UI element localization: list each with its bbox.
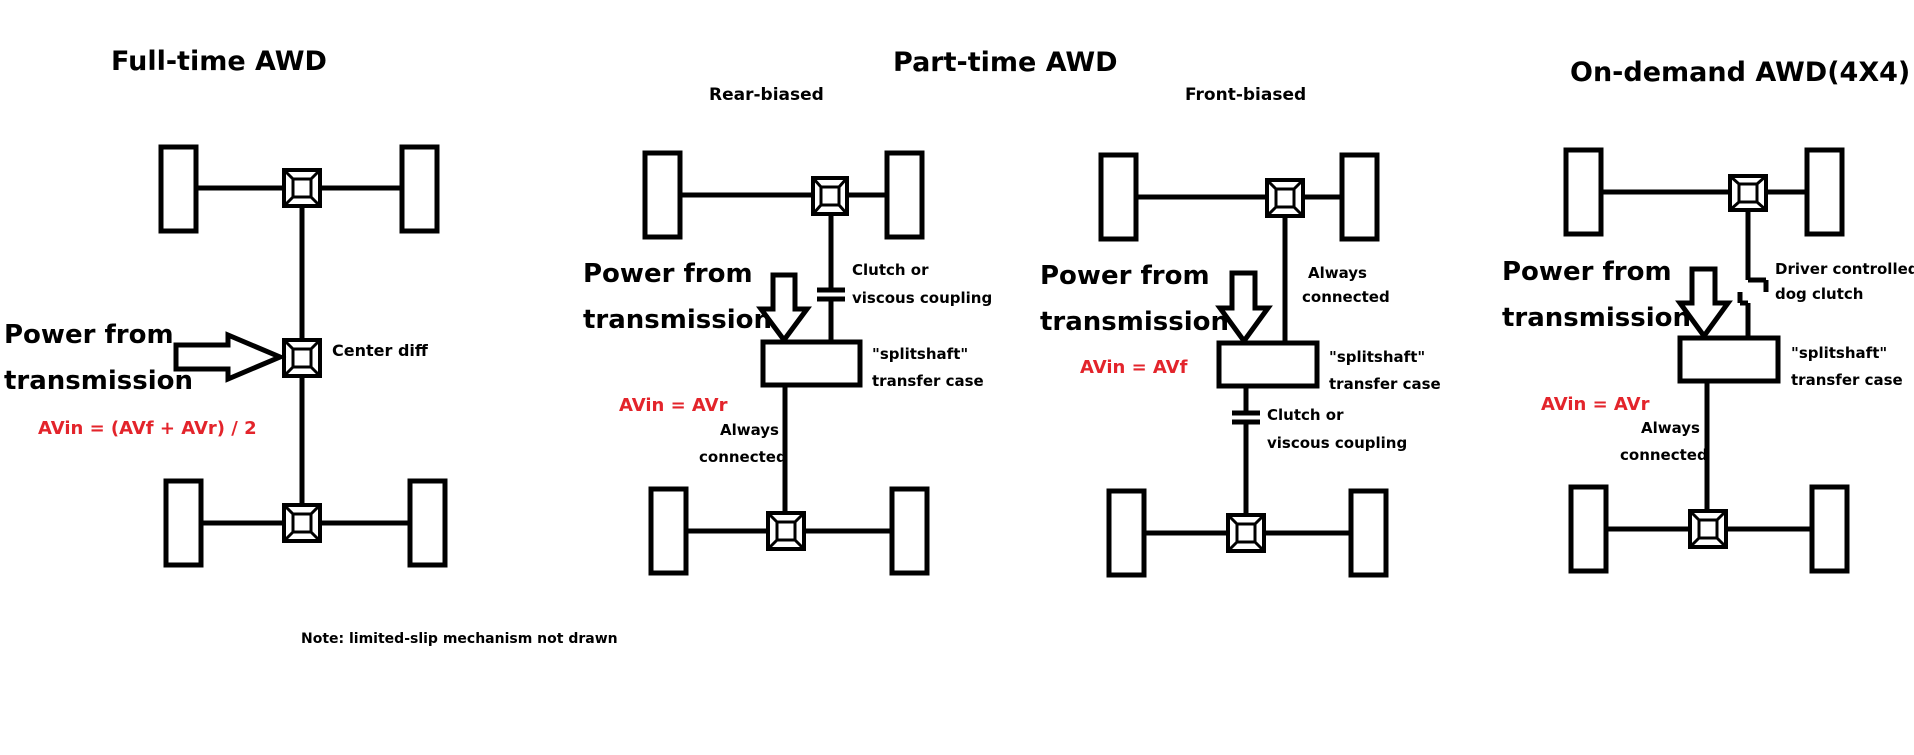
rear-biased-front-diff-icon bbox=[811, 176, 849, 216]
on-demand-title: On-demand AWD(4X4) bbox=[1570, 57, 1910, 88]
rear-biased-diagram: Rear-biased Power from t bbox=[583, 85, 992, 576]
rear-biased-power-line2: transmission bbox=[583, 305, 772, 335]
full-time-front-diff-icon bbox=[282, 168, 322, 208]
front-biased-power-arrow-icon bbox=[1215, 270, 1273, 346]
rear-biased-case-line2: transfer case bbox=[872, 372, 984, 390]
rear-biased-rear-right-wheel bbox=[889, 486, 930, 576]
full-time-front-left-wheel bbox=[158, 144, 199, 234]
rear-biased-front-left-wheel bbox=[642, 150, 683, 240]
rear-biased-clutch-line1: Clutch or bbox=[852, 261, 929, 279]
on-demand-conn-line2: connected bbox=[1620, 446, 1708, 464]
rear-biased-rear-left-wheel bbox=[648, 486, 689, 576]
on-demand-transfer-case bbox=[1677, 335, 1781, 384]
on-demand-front-right-wheel bbox=[1804, 147, 1845, 237]
full-time-power-arrow-icon bbox=[173, 331, 287, 383]
on-demand-front-diff-icon bbox=[1728, 174, 1768, 212]
front-biased-power-line2: transmission bbox=[1040, 307, 1229, 337]
on-demand-rear-left-wheel bbox=[1568, 484, 1609, 574]
full-time-rear-left-wheel bbox=[163, 478, 204, 568]
front-biased-diagram: Front-biased Power from transmission Alw bbox=[1040, 85, 1441, 578]
rear-biased-subtitle: Rear-biased bbox=[709, 85, 824, 105]
front-biased-clutch-line1: Clutch or bbox=[1267, 406, 1344, 424]
front-biased-power-line1: Power from bbox=[1040, 261, 1210, 291]
front-biased-rear-left-wheel bbox=[1106, 488, 1147, 578]
rear-biased-power-line1: Power from bbox=[583, 259, 753, 289]
footnote: Note: limited-slip mechanism not drawn bbox=[301, 631, 618, 647]
front-biased-clutch-line2: viscous coupling bbox=[1267, 434, 1407, 452]
rear-biased-case-line1: "splitshaft" bbox=[872, 345, 968, 363]
on-demand-conn-line1: Always bbox=[1641, 419, 1700, 437]
on-demand-rear-right-wheel bbox=[1809, 484, 1850, 574]
rear-biased-conn-line2: connected bbox=[699, 448, 787, 466]
front-biased-conn-line1: Always bbox=[1308, 264, 1367, 282]
front-biased-case-line2: transfer case bbox=[1329, 375, 1441, 393]
rear-biased-formula: AVin = AVr bbox=[619, 395, 728, 416]
front-biased-rear-diff-icon bbox=[1226, 513, 1266, 553]
full-time-rear-diff-icon bbox=[282, 503, 322, 543]
full-time-power-line1: Power from bbox=[4, 320, 174, 350]
part-time-title: Part-time AWD bbox=[893, 47, 1118, 78]
full-time-formula: AVin = (AVf + AVr) / 2 bbox=[38, 418, 257, 439]
full-time-power-line2: transmission bbox=[4, 366, 193, 396]
full-time-center-diff-icon bbox=[282, 338, 322, 378]
front-biased-case-line1: "splitshaft" bbox=[1329, 348, 1425, 366]
on-demand-front-left-wheel bbox=[1563, 147, 1604, 237]
rear-biased-conn-line1: Always bbox=[720, 421, 779, 439]
front-biased-front-left-wheel bbox=[1098, 152, 1139, 242]
on-demand-case-line2: transfer case bbox=[1791, 371, 1903, 389]
front-biased-subtitle: Front-biased bbox=[1185, 85, 1306, 105]
on-demand-power-arrow-icon bbox=[1675, 266, 1733, 341]
on-demand-power-line2: transmission bbox=[1502, 303, 1691, 333]
on-demand-rear-diff-icon bbox=[1688, 509, 1728, 549]
full-time-rear-right-wheel bbox=[407, 478, 448, 568]
on-demand-power-line1: Power from bbox=[1502, 257, 1672, 287]
front-biased-front-diff-icon bbox=[1265, 178, 1305, 218]
full-time-front-right-wheel bbox=[399, 144, 440, 234]
rear-biased-power-arrow-icon bbox=[756, 272, 812, 345]
front-biased-transfer-case bbox=[1216, 340, 1320, 389]
on-demand-awd-diagram: On-demand AWD(4X4) Power from tran bbox=[1502, 57, 1914, 574]
front-biased-formula: AVin = AVf bbox=[1080, 357, 1188, 378]
front-biased-conn-line2: connected bbox=[1302, 288, 1390, 306]
front-biased-rear-right-wheel bbox=[1348, 488, 1389, 578]
full-time-title: Full-time AWD bbox=[111, 46, 327, 77]
on-demand-dog-line1: Driver controlled bbox=[1775, 260, 1914, 278]
rear-biased-clutch-line2: viscous coupling bbox=[852, 289, 992, 307]
rear-biased-rear-diff-icon bbox=[766, 511, 806, 551]
rear-biased-transfer-case bbox=[760, 339, 863, 388]
full-time-awd-diagram: Full-time AWD bbox=[4, 46, 448, 568]
rear-biased-front-right-wheel bbox=[884, 150, 925, 240]
full-time-center-diff-label: Center diff bbox=[332, 341, 429, 360]
on-demand-dog-line2: dog clutch bbox=[1775, 285, 1863, 303]
on-demand-formula: AVin = AVr bbox=[1541, 394, 1650, 415]
on-demand-case-line1: "splitshaft" bbox=[1791, 344, 1887, 362]
front-biased-front-right-wheel bbox=[1339, 152, 1380, 242]
